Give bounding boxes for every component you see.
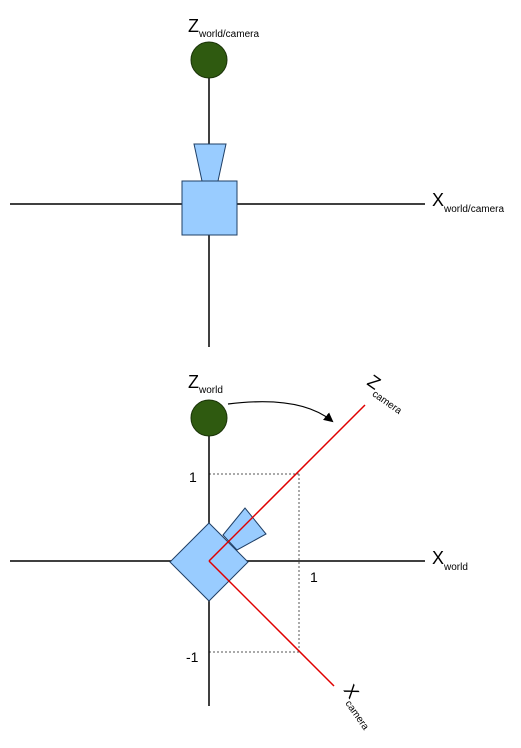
x-world-label: Xworld bbox=[432, 548, 468, 573]
z-camera-axis bbox=[208, 404, 366, 562]
x-camera-label: Xcamera bbox=[336, 681, 383, 733]
top-x-axis-label: Xworld/camera bbox=[432, 190, 504, 215]
top-diagram: Zworld/camera Xworld/camera bbox=[10, 16, 504, 347]
bottom-diagram: Zworld Xworld Zcamera Xcamera 1 1 -1 bbox=[10, 371, 468, 733]
z-camera-label: Zcamera bbox=[361, 371, 412, 417]
top-z-sphere bbox=[190, 41, 228, 79]
bottom-camera-lens bbox=[222, 507, 267, 551]
bottom-z-sphere bbox=[190, 399, 228, 437]
top-z-axis-label: Zworld/camera bbox=[188, 16, 259, 40]
tick-z-positive: 1 bbox=[189, 469, 197, 485]
rotation-arrow bbox=[227, 401, 334, 423]
z-world-label: Zworld bbox=[188, 372, 223, 396]
x-camera-axis bbox=[208, 560, 335, 687]
tick-x-positive: 1 bbox=[310, 569, 318, 585]
tick-z-negative: -1 bbox=[186, 649, 199, 665]
top-camera-body bbox=[181, 180, 238, 236]
dotted-guide-box bbox=[209, 473, 300, 653]
top-camera-lens bbox=[193, 143, 227, 182]
